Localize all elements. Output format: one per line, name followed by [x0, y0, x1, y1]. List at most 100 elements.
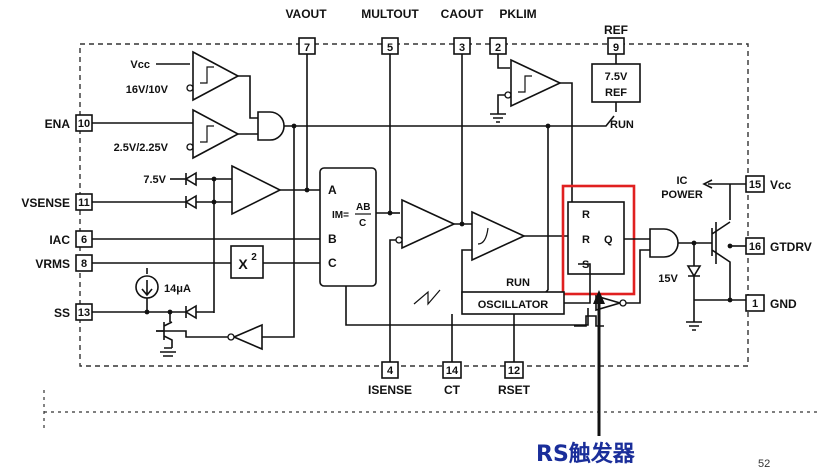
v75-clamp-label: 7.5V	[143, 174, 166, 186]
multiplier-ab: AB	[356, 202, 370, 213]
wire	[185, 173, 232, 185]
wire	[185, 306, 214, 318]
ff-input-s: S	[582, 259, 589, 271]
pin-1-number: 1	[752, 298, 758, 310]
multiplier-input-b: B	[328, 232, 337, 246]
ref-regulator-box	[591, 63, 641, 103]
sawtooth-icon	[413, 289, 441, 306]
pin-10-number: 10	[78, 118, 90, 130]
vcc-input-label: Vcc	[130, 59, 150, 71]
pwm-comparator	[471, 210, 526, 262]
inverting-bubble	[186, 84, 194, 92]
pin-13-number: 13	[78, 307, 90, 319]
vsense-diode	[184, 194, 197, 210]
rs-flipflop-annotation: RS触发器	[536, 441, 636, 467]
annotation-arrowhead	[593, 290, 605, 304]
multiplier-block	[319, 167, 377, 287]
wire	[451, 314, 515, 362]
pin-5-number: 5	[387, 42, 393, 54]
ref-box-voltage: 7.5V	[605, 71, 628, 83]
pin-11-number: 11	[78, 197, 90, 209]
junction-dot	[691, 240, 697, 246]
pin-ss-label: SS	[54, 306, 70, 320]
inverting-bubble	[395, 236, 403, 244]
pin-gtdrv-label: GTDRV	[770, 240, 812, 254]
wire	[92, 298, 186, 313]
hysteresis-icon	[200, 66, 214, 84]
hysteresis-icon	[200, 125, 214, 143]
wire	[376, 54, 391, 214]
inverting-bubble	[504, 91, 512, 99]
wire	[548, 115, 615, 127]
ff-input-r1: R	[582, 209, 590, 221]
pin-12-number: 12	[508, 365, 520, 377]
ramp-icon	[477, 227, 489, 245]
ground-icon	[686, 299, 746, 331]
pin-3-number: 3	[459, 42, 465, 54]
outer-boundary	[43, 390, 820, 430]
wire	[497, 54, 510, 69]
pin-isense-label: ISENSE	[368, 383, 412, 397]
junction-dot	[727, 297, 733, 303]
ff-output-q: Q	[604, 234, 613, 246]
pin-ref-label: REF	[604, 23, 628, 37]
pulse-icon	[574, 315, 604, 327]
clamp-diode	[184, 171, 197, 187]
output-transistor-icon	[711, 184, 731, 300]
square-block	[230, 245, 264, 279]
voltage-error-amplifier	[231, 164, 282, 216]
pin-1-box	[745, 294, 765, 312]
wire	[626, 249, 650, 304]
wire	[497, 94, 505, 114]
multiplier-im: IM=	[332, 210, 349, 221]
pin-14-number: 14	[446, 365, 459, 377]
junction-dot	[144, 309, 150, 315]
ena-comparator	[192, 108, 240, 160]
pin-6-number: 6	[81, 234, 87, 246]
oscillator-label: OSCILLATOR	[478, 299, 549, 311]
wire	[156, 330, 228, 338]
square-block-x: X	[238, 256, 248, 272]
multiplier-input-a: A	[328, 183, 337, 197]
ss-transistor-icon	[156, 312, 176, 357]
junction-dot	[727, 243, 733, 249]
pin-caout-label: CAOUT	[441, 7, 484, 21]
pklim-comparator	[510, 58, 562, 108]
and-gate	[257, 111, 285, 141]
zener-diode-icon	[686, 243, 702, 300]
pin-2-number: 2	[495, 42, 501, 54]
pin-vcc-label: Vcc	[770, 178, 792, 192]
pin-iac-label: IAC	[49, 233, 70, 247]
ff-input-r2: R	[582, 234, 590, 246]
page-number: 52	[758, 458, 770, 468]
ena-threshold-label: 2.5V/2.25V	[114, 142, 169, 154]
pin-vsense-label: VSENSE	[21, 196, 70, 210]
inverting-bubble	[186, 143, 194, 151]
pin-ena-label: ENA	[45, 117, 71, 131]
hysteresis-icon	[518, 75, 532, 93]
ss-current-label: 14μA	[164, 283, 191, 295]
ss-inverter	[231, 323, 263, 351]
zener-voltage-label: 15V	[658, 273, 678, 285]
pin-pklim-label: PKLIM	[499, 7, 536, 21]
junction-dot	[304, 187, 310, 193]
wire	[564, 263, 591, 304]
pin-9-number: 9	[613, 42, 619, 54]
inverting-bubble	[619, 299, 627, 307]
arrow-left-icon	[702, 179, 746, 189]
pin-8-number: 8	[81, 258, 87, 270]
pin-7-number: 7	[304, 42, 310, 54]
run-label-oscillator: RUN	[506, 277, 530, 289]
uvlo-comparator	[192, 50, 240, 102]
rs-flipflop	[567, 201, 625, 275]
run-label-top: RUN	[610, 119, 634, 131]
pin-15-number: 15	[749, 179, 761, 191]
pin-16-number: 16	[749, 241, 761, 253]
pin-rset-label: RSET	[498, 383, 531, 397]
output-and-gate	[649, 228, 679, 258]
wire	[262, 126, 295, 338]
ref-box-name: REF	[605, 87, 627, 99]
run-wire	[284, 125, 549, 290]
pin-vaout-label: VAOUT	[285, 7, 327, 21]
